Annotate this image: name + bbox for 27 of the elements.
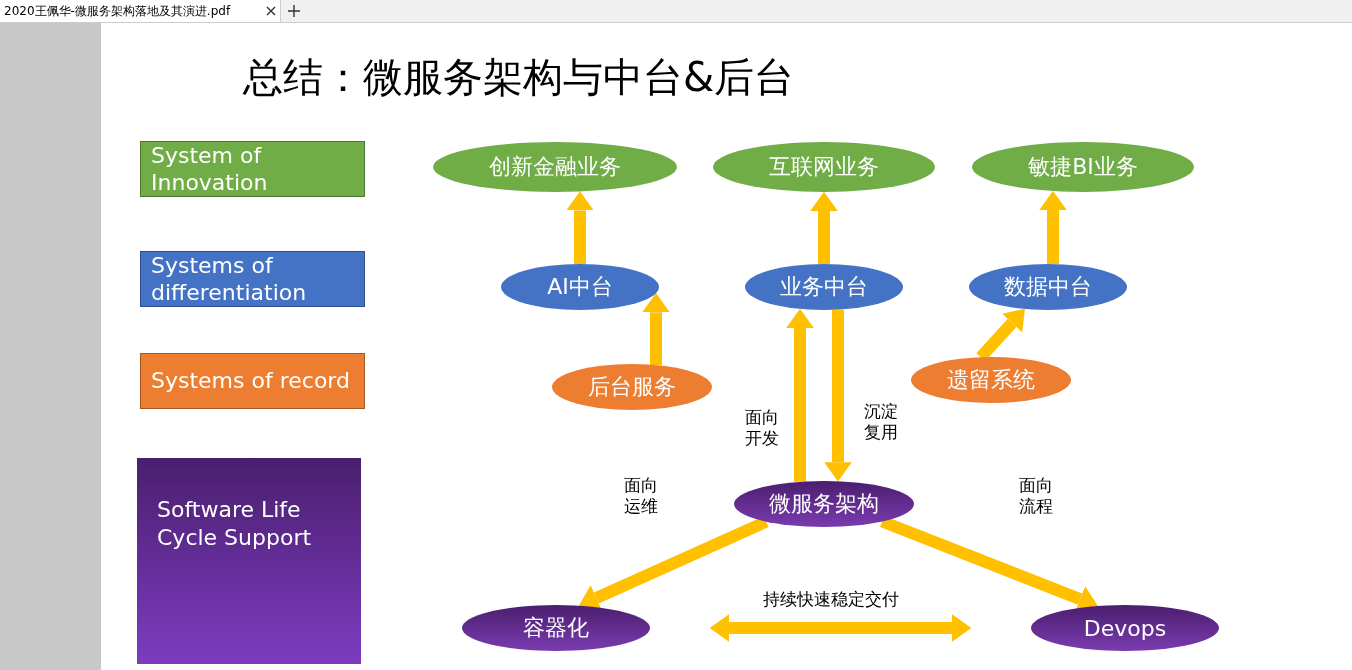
node-label: System of Innovation — [151, 141, 269, 197]
node-label: Systems of record — [151, 367, 350, 395]
edge-label: 面向流程 — [1018, 474, 1054, 518]
node-label: AI中台 — [547, 273, 613, 301]
edge-label: 沉淀复用 — [863, 400, 899, 444]
edge-label: 面向运维 — [623, 474, 659, 518]
node-label: 数据中台 — [1004, 273, 1092, 301]
ellipse-node — [501, 264, 659, 310]
tab-title: 2020王佩华-微服务架构落地及其演进.pdf — [4, 3, 231, 20]
node-label: 容器化 — [523, 614, 589, 642]
edge-label: 面向开发 — [744, 406, 780, 450]
node-label: 创新金融业务 — [489, 153, 621, 181]
node-label: 遗留系统 — [947, 366, 1035, 394]
category-box — [140, 353, 365, 409]
node-label: Devops — [1083, 615, 1167, 641]
node-label: Software Life Cycle Support — [157, 496, 313, 551]
edge-label: 持续快速稳定交付 — [763, 589, 899, 611]
node-label: 后台服务 — [588, 373, 676, 401]
node-label: Systems of differentiation — [151, 251, 308, 307]
category-box — [140, 251, 365, 307]
node-label: 业务中台 — [780, 273, 868, 301]
node-label: 互联网业务 — [769, 153, 879, 181]
category-box — [140, 141, 365, 197]
category-box — [137, 458, 361, 664]
slide-title: 总结：微服务架构与中台&后台 — [243, 53, 795, 102]
node-label: 敏捷BI业务 — [1028, 153, 1138, 181]
node-label: 微服务架构 — [769, 490, 879, 518]
